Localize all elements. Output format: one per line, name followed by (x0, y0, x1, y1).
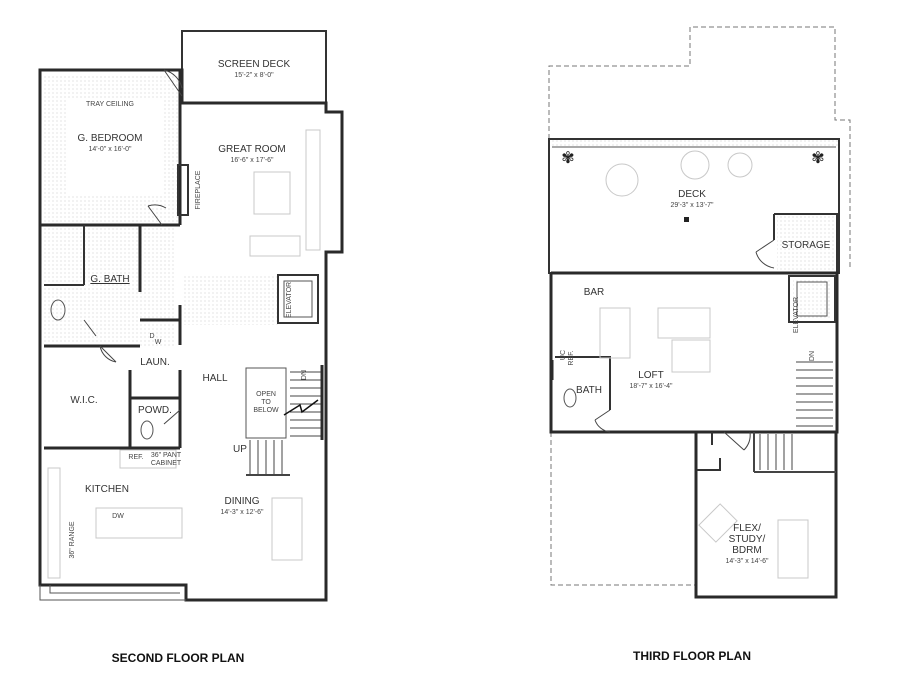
storage-walls (773, 213, 838, 273)
dryer-label: D (149, 333, 154, 340)
laundry-label: LAUN. (140, 357, 169, 368)
roof-outline-lower (550, 432, 696, 586)
uc-ref-label: REF. (568, 350, 575, 365)
dining-label: DINING (225, 496, 260, 507)
g-bedroom-dims: 14'-0" x 16'-0" (88, 146, 132, 153)
flex-dims: 14'-3" x 14'-6" (725, 558, 769, 565)
plant-icon: ✾ (561, 150, 574, 167)
flex-label-line1: FLEX/ (733, 523, 761, 534)
bottom-overhang (39, 585, 186, 601)
fireplace-label: FIREPLACE (195, 170, 202, 209)
elevator-shaft (277, 274, 319, 324)
bedroom-door (163, 69, 183, 97)
third-floor-plan: ✾ ✾ (548, 26, 851, 663)
deck-drain (684, 217, 689, 222)
flex-label-line2: STUDY/ (729, 534, 766, 545)
staircase-third (753, 361, 836, 473)
pantry-label-line1: 36" PANT (151, 452, 182, 459)
bath-label: BATH (576, 385, 602, 396)
wic-label: W.I.C. (70, 395, 97, 406)
plant-icon: ✾ (811, 150, 824, 167)
great-room-dims: 16'-6" x 17'-6" (230, 157, 274, 164)
second-floor-plan: SCREEN DECK 15'-2" x 8'-0" TRAY CEILING … (38, 30, 344, 665)
fireplace (177, 164, 189, 216)
g-bath-label: G. BATH (90, 274, 129, 285)
range-label: 36" RANGE (69, 521, 76, 558)
staircase-second (246, 371, 322, 476)
tray-ceiling-label: TRAY CEILING (86, 101, 134, 108)
second-floor-exterior-walls (38, 68, 344, 602)
flex-label-line3: BDRM (732, 545, 761, 556)
open-to-below-line2: TO (261, 399, 271, 406)
loft-label: LOFT (638, 370, 664, 381)
g-bedroom-label: G. BEDROOM (77, 133, 142, 144)
range-counter (47, 467, 61, 579)
hall-label: HALL (202, 373, 227, 384)
third-floor-plan-title: THIRD FLOOR PLAN (633, 649, 751, 663)
deck-label: DECK (678, 189, 706, 200)
roof-outline-upper (548, 26, 851, 270)
hall-floor-hatch (182, 275, 278, 325)
kitchen-label: KITCHEN (85, 484, 129, 495)
uc-label: UC (560, 350, 567, 360)
open-to-below (245, 367, 287, 439)
storage-label: STORAGE (782, 240, 831, 251)
open-to-below-line1: OPEN (256, 391, 276, 398)
washer-label: W (155, 339, 162, 346)
stairs-down-label-second: DN (301, 370, 308, 380)
dining-table (271, 497, 303, 561)
deck-dims: 29'-3" x 13'-7" (670, 202, 714, 209)
screen-deck-dims: 15'-2" x 8'-0" (234, 72, 274, 79)
loft-dims: 18'-7" x 16'-4" (629, 383, 673, 390)
second-floor-plan-title: SECOND FLOOR PLAN (112, 651, 245, 665)
bath-walls (555, 356, 611, 410)
ref-label: REF. (128, 454, 143, 461)
screen-deck-label: SCREEN DECK (218, 59, 291, 70)
great-room-label: GREAT ROOM (218, 144, 285, 155)
bar-label: BAR (584, 287, 605, 298)
stairs-down-label-third: DN (809, 351, 816, 361)
kitchen-island (95, 507, 183, 539)
dining-dims: 14'-3" x 12'-6" (220, 509, 264, 516)
elevator-shaft-third (788, 275, 836, 323)
open-to-below-line3: BELOW (253, 407, 279, 414)
pantry-label-line2: CABINET (151, 460, 182, 467)
dishwasher-label: DW (112, 513, 124, 520)
elevator-label-second: ELEVATOR (286, 282, 293, 318)
powder-room-label: POWD. (138, 405, 172, 416)
stairs-up-label: UP (233, 444, 247, 455)
elevator-label-third: ELEVATOR (793, 297, 800, 333)
bath-floor-hatch (44, 228, 176, 346)
